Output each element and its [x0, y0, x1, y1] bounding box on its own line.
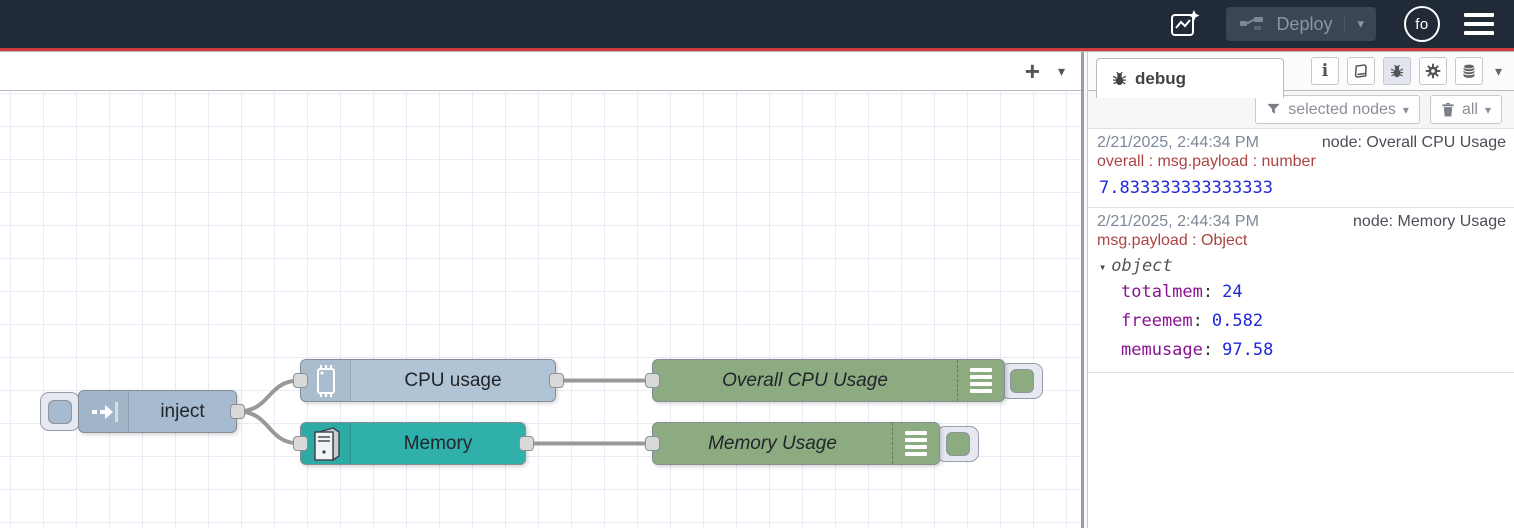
- tab-debug[interactable]: debug: [1096, 58, 1284, 98]
- flow-assistant-button[interactable]: [1168, 7, 1202, 41]
- sidebar-tabbar: debug i: [1088, 52, 1514, 98]
- tab-info-button[interactable]: i: [1310, 57, 1339, 85]
- object-tree: ▾ object totalmem 24 freemem 0.582 memusage…: [1097, 256, 1506, 365]
- tree-collapse-caret-icon[interactable]: ▾: [1099, 260, 1107, 274]
- debug-message: 2/21/2025, 2:44:34 PM node: Overall CPU …: [1088, 129, 1514, 208]
- field-value: 24: [1222, 282, 1243, 302]
- flow-assistant-icon: [1171, 10, 1200, 36]
- cpu-chip-icon: [301, 360, 351, 401]
- main-menu-button[interactable]: [1464, 13, 1494, 35]
- port-memory-output[interactable]: [519, 436, 534, 451]
- bug-icon: [1112, 71, 1127, 86]
- sidebar: debug i: [1088, 52, 1514, 528]
- node-inject[interactable]: inject: [78, 390, 237, 433]
- node-cpu-usage[interactable]: CPU usage: [300, 359, 556, 402]
- field-value: 97.58: [1222, 340, 1274, 360]
- field-value: 0.582: [1211, 311, 1264, 331]
- inject-icon: [79, 391, 129, 432]
- node-label: Memory: [403, 432, 473, 454]
- deploy-options-chevron-icon[interactable]: ▾: [1344, 16, 1364, 32]
- tab-config-button[interactable]: [1418, 57, 1447, 85]
- tree-field: totalmem 24: [1121, 278, 1506, 307]
- debug-filter-button[interactable]: selected nodes ▾: [1255, 95, 1420, 124]
- port-inject-output[interactable]: [230, 404, 245, 419]
- computer-tower-icon: [301, 423, 351, 464]
- sidebar-tabs-chevron-icon[interactable]: ▾: [1494, 62, 1502, 79]
- message-property-path: msg.payload : Object: [1097, 232, 1248, 249]
- node-label: inject: [160, 400, 205, 422]
- inject-trigger-button[interactable]: [40, 392, 80, 431]
- debug-toggle-memory-usage[interactable]: [936, 426, 979, 462]
- message-property-path: overall : msg.payload : number: [1097, 153, 1316, 170]
- avatar-label: fo: [1415, 15, 1429, 33]
- message-timestamp: 2/21/2025, 2:44:34 PM: [1097, 213, 1259, 230]
- tab-debug-label: debug: [1135, 68, 1186, 88]
- node-label: Overall CPU Usage: [722, 369, 888, 391]
- flow-list-chevron-icon[interactable]: ▾: [1057, 63, 1065, 79]
- debug-toggle-overall-cpu[interactable]: [1000, 363, 1043, 399]
- debug-clear-button[interactable]: all ▾: [1429, 95, 1502, 124]
- sidebar-resize-handle[interactable]: [1081, 52, 1088, 528]
- user-avatar[interactable]: fo: [1404, 6, 1440, 42]
- message-source-node: node: Memory Usage: [1353, 213, 1506, 230]
- debug-message: 2/21/2025, 2:44:34 PM node: Memory Usage…: [1088, 208, 1514, 373]
- bug-icon: [1390, 64, 1404, 78]
- deploy-button[interactable]: Deploy ▾: [1226, 7, 1376, 41]
- field-key: memusage: [1121, 340, 1213, 360]
- port-memory-usage-input[interactable]: [645, 436, 660, 451]
- debug-message-list: 2/21/2025, 2:44:34 PM node: Overall CPU …: [1088, 129, 1514, 528]
- main-row: + ▾: [0, 51, 1514, 528]
- info-icon: i: [1321, 61, 1329, 81]
- flow-canvas[interactable]: inject CPU: [0, 91, 1081, 528]
- debug-list-icon: [892, 423, 939, 464]
- node-label: Memory Usage: [708, 432, 837, 454]
- workspace-column: + ▾: [0, 52, 1081, 528]
- node-label: CPU usage: [404, 369, 502, 391]
- tab-help-button[interactable]: [1346, 57, 1375, 85]
- funnel-icon: [1267, 103, 1280, 114]
- hamburger-icon: [1464, 13, 1494, 17]
- deploy-label: Deploy: [1276, 13, 1333, 34]
- tree-field: freemem 0.582: [1121, 307, 1506, 336]
- trash-icon: [1442, 102, 1454, 117]
- wire-inject-to-cpu[interactable]: [235, 378, 302, 414]
- header: Deploy ▾ fo: [0, 0, 1514, 51]
- debug-list-icon: [957, 360, 1004, 401]
- debug-clear-label: all: [1461, 100, 1478, 118]
- field-key: totalmem: [1121, 282, 1213, 302]
- flow-tabbar: + ▾: [0, 52, 1081, 91]
- message-source-node: node: Overall CPU Usage: [1321, 134, 1506, 151]
- port-memory-input[interactable]: [293, 436, 308, 451]
- debug-filter-label: selected nodes: [1288, 100, 1396, 118]
- add-flow-button[interactable]: +: [1024, 56, 1040, 86]
- node-memory[interactable]: Memory: [300, 422, 526, 465]
- tab-context-button[interactable]: [1454, 57, 1483, 85]
- message-timestamp: 2/21/2025, 2:44:34 PM: [1097, 134, 1259, 151]
- message-value: 7.833333333333333: [1099, 178, 1273, 198]
- port-cpu-output[interactable]: [549, 373, 564, 388]
- chevron-down-icon: ▾: [1484, 102, 1491, 117]
- book-icon: [1354, 64, 1367, 78]
- tree-root-label: object: [1111, 256, 1173, 276]
- tree-field: memusage 97.58: [1121, 336, 1506, 365]
- deploy-icon: [1240, 17, 1264, 30]
- port-overall-cpu-input[interactable]: [645, 373, 660, 388]
- wire-inject-to-memory[interactable]: [235, 409, 302, 446]
- chevron-down-icon: ▾: [1402, 102, 1409, 117]
- wires-layer: [235, 378, 654, 446]
- node-debug-overall-cpu-usage[interactable]: Overall CPU Usage: [652, 359, 1005, 402]
- database-icon: [1462, 63, 1475, 78]
- gear-icon: [1425, 63, 1441, 79]
- port-cpu-input[interactable]: [293, 373, 308, 388]
- node-debug-memory-usage[interactable]: Memory Usage: [652, 422, 940, 465]
- tab-debug-icon-button[interactable]: [1382, 57, 1411, 85]
- field-key: freemem: [1121, 311, 1203, 331]
